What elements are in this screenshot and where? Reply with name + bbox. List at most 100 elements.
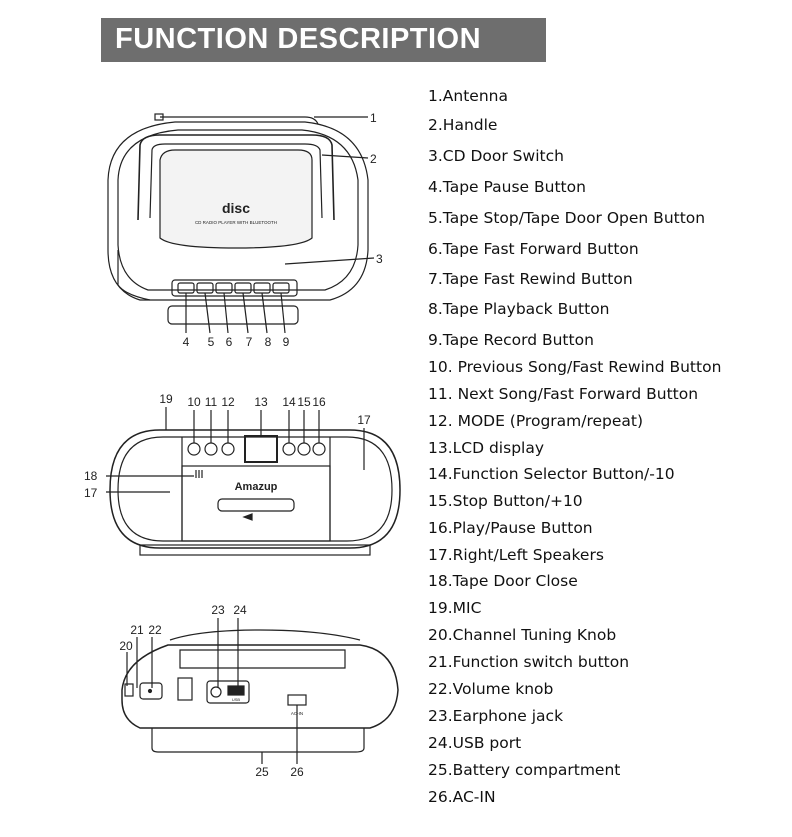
ac-in-socket: [287, 694, 307, 706]
callout-label: 16: [312, 395, 326, 409]
list-item: 10. Previous Song/Fast Rewind Button: [428, 358, 722, 376]
mode-button: [221, 442, 235, 456]
list-item: 1.Antenna: [428, 87, 508, 105]
list-item: 7.Tape Fast Rewind Button: [428, 270, 633, 288]
list-item: 4.Tape Pause Button: [428, 178, 586, 196]
cd-subtitle-text: CD RADIO PLAYER WITH BLUETOOTH: [195, 220, 277, 225]
top-body-outline: [107, 121, 369, 301]
list-item: 16.Play/Pause Button: [428, 519, 593, 537]
tape-direction-icon: [242, 513, 253, 521]
tape-ff-button: [215, 282, 233, 294]
back-top-edge: [169, 629, 361, 641]
leader-line: [223, 292, 229, 334]
front-body-outline: [109, 429, 401, 549]
top-view-diagram: disc CD RADIO PLAYER WITH BLUETOOTH 1 2 …: [107, 111, 383, 349]
leader-line: [321, 154, 369, 159]
tuning-knob: [124, 683, 134, 697]
tape-play-button: [253, 282, 271, 294]
callout-label: 26: [290, 765, 304, 779]
callout-label: 14: [282, 395, 296, 409]
cd-lid: [159, 149, 313, 249]
usb-port: [227, 685, 245, 696]
front-body-inner: [117, 436, 393, 542]
section-banner: FUNCTION DESCRIPTION: [101, 18, 546, 62]
battery-compartment: [151, 728, 365, 753]
front-view-diagram: Amazup 19 10 11 12 13 14 15 16 17 18 17: [84, 392, 401, 556]
list-item: 2.Handle: [428, 116, 498, 134]
function-button: [282, 442, 296, 456]
leader-line: [261, 292, 268, 334]
callout-label: 20: [119, 639, 133, 653]
list-item: 26.AC-IN: [428, 788, 496, 806]
prev-button: [187, 442, 201, 456]
callout-label: 22: [148, 623, 162, 637]
list-item: 22.Volume knob: [428, 680, 554, 698]
earphone-jack: [210, 686, 222, 698]
callout-label: 3: [376, 252, 383, 266]
antenna-tip: [154, 113, 164, 121]
tape-rew-button: [234, 282, 252, 294]
cassette-door: [181, 465, 331, 542]
page-title: FUNCTION DESCRIPTION: [115, 23, 482, 55]
callout-label: 17: [357, 413, 371, 427]
list-item: 19.MIC: [428, 599, 482, 617]
left-grille-edge: [117, 250, 151, 301]
cd-logo-text: disc: [222, 200, 250, 216]
tape-stop-button: [196, 282, 214, 294]
leader-line: [280, 292, 286, 334]
list-item: 11. Next Song/Fast Forward Button: [428, 385, 699, 403]
list-item: 21.Function switch button: [428, 653, 630, 671]
list-item: 20.Channel Tuning Knob: [428, 626, 617, 644]
list-item: 13.LCD display: [428, 439, 545, 457]
port-panel: [206, 680, 250, 704]
antenna-jack-block: [177, 677, 193, 701]
list-item: 25.Battery compartment: [428, 761, 621, 779]
tape-record-button: [272, 282, 290, 294]
list-item: 6.Tape Fast Forward Button: [428, 240, 639, 258]
leader-line: [242, 292, 249, 334]
tape-pause-button: [177, 282, 195, 294]
volume-knob: [139, 682, 163, 700]
front-base: [139, 544, 371, 556]
list-item: 17.Right/Left Speakers: [428, 546, 604, 564]
list-item: 23.Earphone jack: [428, 707, 564, 725]
back-handle-recess: [179, 649, 346, 669]
leader-line: [284, 257, 375, 265]
callout-label: 23: [211, 603, 225, 617]
back-body-outline: [121, 644, 399, 729]
handle-inner: [149, 143, 323, 219]
handle-shape: [137, 134, 335, 221]
lcd-display: [244, 435, 278, 463]
callout-label: 15: [297, 395, 311, 409]
list-item: 12. MODE (Program/repeat): [428, 412, 644, 430]
usb-label: USB: [232, 697, 241, 702]
cassette-window: [217, 498, 295, 512]
leader-line: [204, 292, 211, 334]
list-item: 14.Function Selector Button/-10: [428, 465, 675, 483]
callout-label: 25: [255, 765, 269, 779]
callout-label: 2: [370, 152, 377, 166]
callout-label: 9: [283, 335, 290, 349]
callout-label: 24: [233, 603, 247, 617]
list-item: 3.CD Door Switch: [428, 147, 564, 165]
next-button: [204, 442, 218, 456]
callout-label: 10: [187, 395, 201, 409]
callout-label: 4: [183, 335, 190, 349]
list-item: 5.Tape Stop/Tape Door Open Button: [428, 209, 706, 227]
brand-logo: Amazup: [235, 481, 278, 493]
function-switch: [147, 688, 153, 694]
stop-button: [297, 442, 311, 456]
tape-buttons: [177, 282, 290, 294]
list-item: 8.Tape Playback Button: [428, 300, 610, 318]
callout-label: 5: [208, 335, 215, 349]
callout-label: 17: [84, 486, 98, 500]
play-pause-button: [312, 442, 326, 456]
callout-label: 13: [254, 395, 268, 409]
front-lip: [167, 305, 299, 325]
back-view-diagram: USB AC-IN 23 24 21 22 20 25 26: [119, 603, 399, 779]
tape-button-strip: [171, 279, 298, 297]
callout-label: 19: [159, 392, 173, 406]
list-item: 18.Tape Door Close: [428, 572, 578, 590]
list-item: 15.Stop Button/+10: [428, 492, 583, 510]
